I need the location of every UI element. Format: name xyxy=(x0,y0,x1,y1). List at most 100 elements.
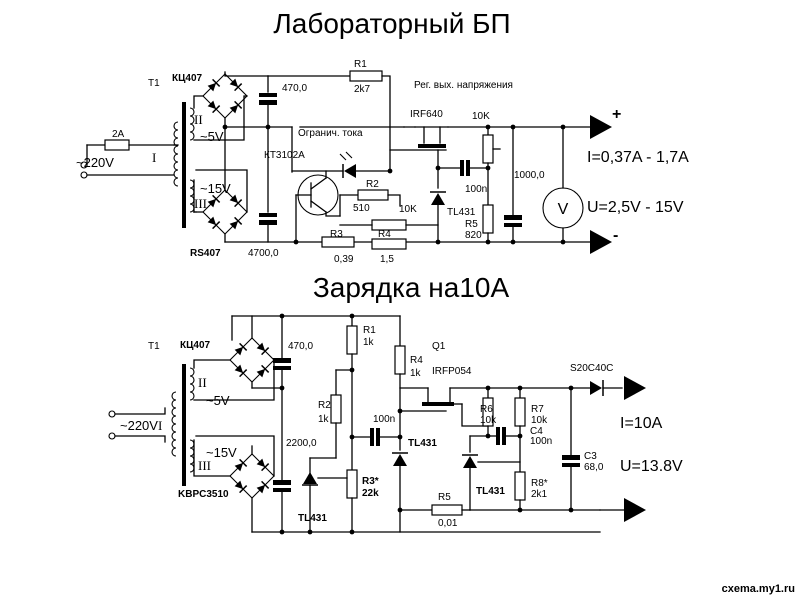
lab-transistor-label: КТ3102А xyxy=(264,150,305,161)
footer-watermark: cxema.my1.ru xyxy=(722,583,795,595)
charger-current: I=10A xyxy=(620,415,663,432)
charger-tl431-c-label: TL431 xyxy=(476,486,505,497)
charger-bridge-top-label: КЦ407 xyxy=(180,340,211,351)
charger-r3-value: 22k xyxy=(362,488,379,499)
charger-output-minus xyxy=(624,498,646,522)
charger-q1-part: IRFP054 xyxy=(432,366,472,377)
lab-pot2-label: 10K xyxy=(399,204,417,215)
charger-r5 xyxy=(431,504,463,516)
charger-circuit: ~220V I T1 II ~5V III ~15V КЦ407 KBPC351… xyxy=(108,313,683,535)
charger-c3 xyxy=(562,455,580,460)
lab-r1-value: 2k7 xyxy=(354,84,371,95)
charger-diode xyxy=(590,381,602,395)
charger-r2 xyxy=(330,394,342,424)
charger-voltage: U=13.8V xyxy=(620,458,683,475)
lab-r5-value: 820 xyxy=(465,230,482,241)
lab-sec2-voltage: ~15V xyxy=(200,181,231,196)
lab-bridge-top xyxy=(203,74,247,118)
charger-c3-label: C3 xyxy=(584,451,597,462)
lab-r4 xyxy=(371,238,407,250)
charger-mains-terminal-bottom xyxy=(108,432,116,440)
charger-r8-value: 2k1 xyxy=(531,489,548,500)
lab-tl431-label: TL431 xyxy=(447,207,476,218)
charger-r6-label: R6 xyxy=(480,404,493,415)
lab-current-limit-label: Огранич. тока xyxy=(298,128,363,139)
charger-r4-label: R4 xyxy=(410,355,423,366)
lab-bridge-bottom-label: RS407 xyxy=(190,248,221,259)
charger-r5-label: R5 xyxy=(438,492,451,503)
lab-c-out-label: 1000,0 xyxy=(514,170,545,181)
charger-bridge-top xyxy=(230,338,274,382)
charger-r2-value: 1k xyxy=(318,414,330,425)
lab-psu-circuit: ~220V 2A I T1 II ~5V III ~15V КЦ407 RS40… xyxy=(76,59,689,265)
lab-c-out xyxy=(504,215,522,220)
charger-r5-value: 0,01 xyxy=(438,518,458,529)
lab-led xyxy=(344,164,356,178)
charger-r7-label: R7 xyxy=(531,404,544,415)
lab-c-top-label: 470,0 xyxy=(282,83,307,94)
charger-bridge-bottom-label: KBPC3510 xyxy=(178,489,229,500)
lab-r3-value: 0,39 xyxy=(334,254,354,265)
charger-mains-label: ~220V xyxy=(120,418,158,433)
charger-c100n-label: 100n xyxy=(373,414,395,425)
lab-r4-label: R4 xyxy=(378,229,391,240)
lab-output-minus xyxy=(590,230,612,254)
lab-psu-title: Лабораторный БП xyxy=(273,8,510,39)
lab-r2-value: 510 xyxy=(353,203,370,214)
lab-sec1-voltage: ~5V xyxy=(200,129,224,144)
lab-transformer-label: T1 xyxy=(148,78,160,89)
lab-voltmeter-symbol: V xyxy=(558,201,569,218)
lab-r3-label: R3 xyxy=(330,229,343,240)
charger-r8 xyxy=(514,471,526,501)
lab-sec1-num: II xyxy=(194,112,203,127)
charger-c4-label: C4 xyxy=(530,426,543,437)
charger-r4 xyxy=(394,345,406,375)
lab-reg-label: Рег. вых. напряжения xyxy=(414,80,513,91)
lab-r4-value: 1,5 xyxy=(380,254,394,265)
lab-fuse-label: 2A xyxy=(112,129,125,140)
charger-transformer-label: T1 xyxy=(148,341,160,352)
charger-c4-value: 100n xyxy=(530,436,552,447)
lab-r2-label: R2 xyxy=(366,179,379,190)
lab-minus-label: - xyxy=(613,227,618,244)
lab-output-plus xyxy=(590,115,612,139)
charger-r1-label: R1 xyxy=(363,325,376,336)
lab-tl431 xyxy=(431,193,445,205)
charger-r4-value: 1k xyxy=(410,368,422,379)
charger-r8-label: R8* xyxy=(531,478,548,489)
charger-r7-value: 10k xyxy=(531,415,548,426)
lab-sec2-num: III xyxy=(194,196,207,211)
lab-r2 xyxy=(357,189,389,201)
charger-diode-label: S20C40C xyxy=(570,363,613,374)
charger-r7 xyxy=(514,397,526,427)
lab-r5-label: R5 xyxy=(465,219,478,230)
lab-fuse xyxy=(104,139,130,151)
charger-c-bottom-label: 2200,0 xyxy=(286,438,317,449)
charger-r2-label: R2 xyxy=(318,400,331,411)
lab-r1-label: R1 xyxy=(354,59,367,70)
lab-c100n-label: 100n xyxy=(465,184,487,195)
charger-r1 xyxy=(346,325,358,355)
mains-terminal-bottom xyxy=(80,171,88,179)
lab-voltage-range: U=2,5V - 15V xyxy=(587,199,684,216)
charger-primary-label: I xyxy=(158,418,162,433)
lab-irf-label: IRF640 xyxy=(410,109,443,120)
lab-r5 xyxy=(482,204,494,234)
charger-c-top-label: 470,0 xyxy=(288,341,313,352)
lab-pot-10k xyxy=(482,134,494,164)
charger-output-plus xyxy=(624,376,646,400)
lab-current-range: I=0,37A - 1,7A xyxy=(587,149,689,166)
lab-pot-label: 10K xyxy=(472,111,490,122)
lab-bridge-top-label: КЦ407 xyxy=(172,73,203,84)
charger-tl431-middle xyxy=(393,454,407,466)
charger-bridge-bottom xyxy=(230,454,274,498)
charger-r1-value: 1k xyxy=(363,337,375,348)
lab-r3 xyxy=(321,236,355,248)
charger-sec1-num: II xyxy=(198,375,207,390)
charger-tl431-left xyxy=(303,472,317,484)
charger-sec2-voltage: ~15V xyxy=(206,445,237,460)
charger-c3-value: 68,0 xyxy=(584,462,604,473)
charger-r3 xyxy=(346,469,358,499)
